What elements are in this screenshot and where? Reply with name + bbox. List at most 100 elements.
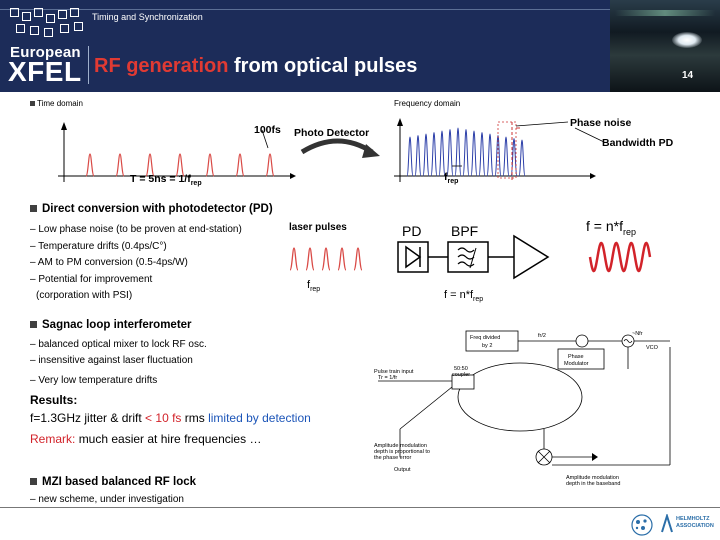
time-pulse [175,153,185,177]
laser-pulse [305,247,315,271]
pulse-train-label: Pulse train input [374,369,414,375]
bullet-icon [30,321,37,328]
list-item: – Very low temperature drifts [30,375,158,386]
list-item: – Temperature drifts (0.4ps/C°) [30,240,167,252]
logo-xfel-text: XFEL [8,56,82,87]
phase-mod-label-2: Modulator [564,361,589,367]
output-path [399,386,453,430]
header-subtitle: Timing and Synchronization [92,12,203,22]
photo-streak [615,10,715,16]
coupler-label: 50:50 [454,366,468,372]
amp-mod-label-2: depth is proportional to [374,449,430,455]
header-rule [0,9,720,10]
nfr-label: ~Nfr [632,331,643,337]
laser-pulses-label: laser pulses [289,222,347,233]
laser-pulse [337,247,347,271]
fiber-loop [457,362,583,432]
amp-mod2-label: Amplitude modulation [566,475,619,481]
frequency-domain-label: Frequency domain [394,99,461,108]
section3-item: – new scheme, under investigation [30,494,184,505]
section-heading-sagnac: Sagnac loop interferometer [30,319,192,331]
fr2-label: fr/2 [538,333,546,339]
time-pulse [235,153,245,177]
laser-pulses [289,247,363,271]
bpf-output-label: f = n*frep [444,289,484,304]
filter-slash [469,247,477,269]
coupler-box [451,374,475,390]
freq-divided-label-2: by 2 [482,343,492,349]
bandwidth-pointer [574,127,605,143]
pulse-width-label: 100fs [254,124,281,136]
bullet-icon [30,205,37,212]
list-item: – insensitive against laser fluctuation [30,355,193,366]
amp-mod-label-3: the phase error [374,455,411,461]
freq-line [518,139,526,177]
sagnac-figure: Freq divided by 2 fr/2 ~Nfr VCO Phase Mo… [370,325,700,500]
vco-sine-icon [623,339,633,343]
frep-input-label: frep [307,279,321,294]
pulse-diagram [58,118,605,182]
time-pulse [85,153,95,177]
mixer-icon [575,334,589,348]
freq-y-axis-arrow [397,118,403,126]
logo-european-text: European [10,44,81,61]
freq-line [470,130,478,177]
bpf-box [447,241,489,273]
section-heading-mzi: MZI based balanced RF lock [30,476,196,488]
results-text: f=1.3GHz jitter & drift < 10 fs rms limi… [30,411,311,425]
time-pulse [145,153,155,177]
phase-noise-label: Phase noise [570,117,632,129]
freq-line [430,131,438,177]
page-title-white: from optical pulses [234,55,418,77]
bullet-icon [30,478,37,485]
pulse-width-pointer [261,129,269,149]
freq-line [454,127,462,177]
list-item: – Low phase noise (to be proven at end-s… [30,224,242,235]
pulse-train-label-2: Tr = 1/fr [378,375,397,381]
page-title-red: RF generation [94,55,229,77]
slide-header: Timing and Synchronization European XFEL… [0,0,720,92]
helmholtz-logo-text: HELMHOLTZ ASSOCIATION [676,516,714,529]
section-heading-direct: Direct conversion with photodetector (PD… [30,203,273,215]
baseband-arrow [592,453,598,461]
freq-line [422,133,430,177]
vco-label: VCO [646,345,659,351]
logo-divider [88,46,89,84]
phase-noise-box [497,121,517,179]
bullet-icon [30,101,35,106]
frep-top-label: frep [444,171,459,186]
freq-divided-label: Freq divided [470,335,500,341]
coupler-label-2: coupler [452,372,470,378]
freq-line [406,136,414,177]
output-frequency-label: f = n*frep [586,218,636,237]
photo-detector-arrowhead [362,144,380,158]
freq-line [438,130,446,177]
photodiode-box [397,241,429,273]
phase-noise-pointer [515,121,569,127]
bandwidth-pd-label: Bandwidth PD [602,137,674,149]
conversion-chain [289,234,652,280]
page-number: 14 [682,70,694,81]
list-item: (corporation with PSI) [36,290,133,301]
photo-detector-label: Photo Detector [294,127,370,139]
page-title: RF generation from optical pulses [94,55,417,78]
helmholtz-mark-icon [661,514,673,533]
footer-rule [0,507,720,508]
section2-list: – balanced optical mixer to lock RF osc.… [30,337,207,389]
time-domain-label: Time domain [30,99,83,108]
list-item: – balanced optical mixer to lock RF osc. [30,339,207,350]
freq-line [502,136,510,177]
figure-bg [370,325,700,500]
mixer-cross-b [537,450,551,464]
bpf-label: BPF [451,223,479,239]
freq-line [486,133,494,177]
freq-axis-arrow [590,173,596,179]
filter-icon [457,247,475,267]
pd-label: PD [402,223,422,239]
laser-pulse [353,247,363,271]
time-y-axis-arrow [61,122,67,130]
amp-mod2-label-2: depth in the baseband [566,481,620,487]
list-item: – AM to PM conversion (0.5-4ps/W) [30,257,188,268]
freq-lines [406,127,526,177]
laser-pulse [321,247,331,271]
